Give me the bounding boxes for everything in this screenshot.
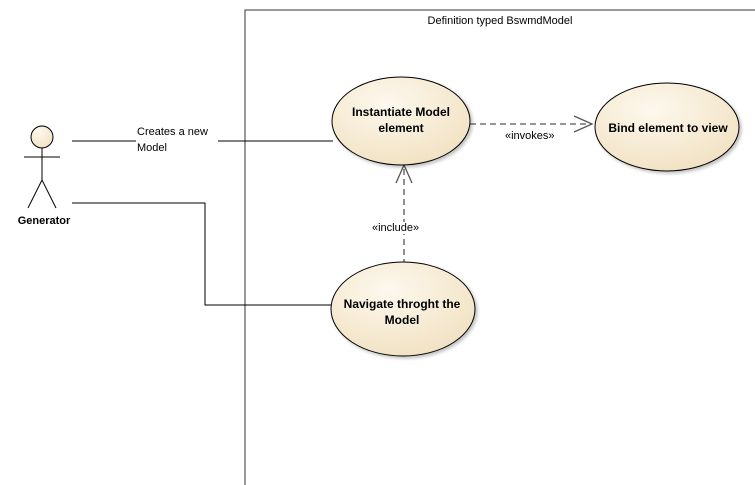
usecase-instantiate-line2: element [378,121,424,135]
boundary-title: Definition typed BswmdModel [427,15,573,27]
actor-name: Generator [17,215,71,227]
invokes-stereotype: «invokes» [504,130,556,142]
association-label-line1: Creates a new [137,126,208,138]
usecase-instantiate-model-element[interactable] [331,76,471,166]
usecase-instantiate-line1: Instantiate Model [351,105,450,119]
invokes-arrowhead [573,115,594,133]
usecase-bind-label: Bind element to view [608,121,728,135]
actor-generator-figure[interactable] [24,125,60,209]
association-label: Creates a new Model [136,124,218,156]
include-stereotype: «include» [371,222,421,234]
usecase-navigate-model[interactable] [330,261,476,357]
association-navigate[interactable] [72,202,333,306]
usecase-navigate-line2: Model [384,313,420,327]
usecase-navigate-label: Navigate throght the Model [329,296,475,328]
system-boundary[interactable] [244,9,755,485]
association-label-line2: Model [137,142,167,154]
usecase-instantiate-label: Instantiate Model element [334,104,468,136]
usecase-navigate-line1: Navigate throght the [343,297,461,311]
usecase-bind-element-to-view[interactable] [594,82,740,172]
